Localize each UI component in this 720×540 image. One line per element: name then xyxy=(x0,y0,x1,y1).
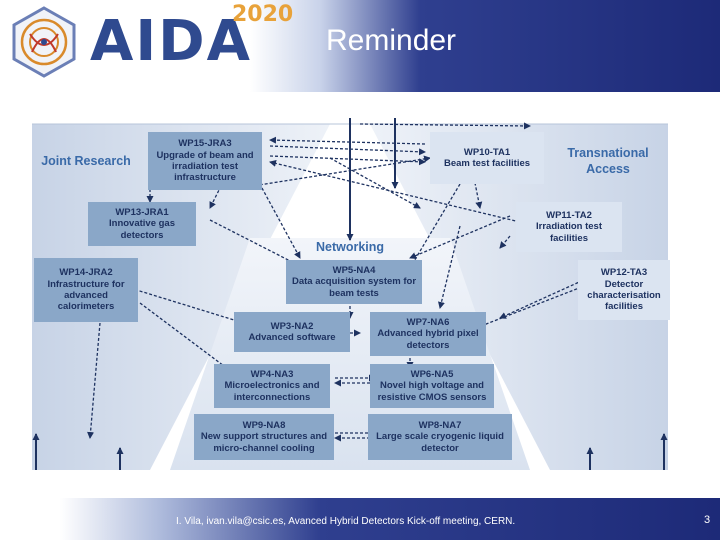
networking-label: Networking xyxy=(315,240,385,254)
wp15-code: WP15-JRA3 xyxy=(178,138,232,150)
wp11-code: WP11-TA2 xyxy=(546,209,592,221)
slide-header: AIDA 2020 Reminder xyxy=(0,0,720,92)
logo-year: 2020 xyxy=(232,2,294,27)
wp10-box: WP10-TA1 Beam test facilities xyxy=(430,132,544,184)
wp6-text: Novel high voltage and resistive CMOS se… xyxy=(377,380,487,403)
logo-word: AIDA xyxy=(90,9,252,74)
wp12-code: WP12-TA3 xyxy=(600,267,648,279)
wp15-text: Upgrade of beam and irradiation test inf… xyxy=(156,149,254,184)
wp9-box: WP9-NA8 New support structures and micro… xyxy=(194,414,334,460)
wp14-text: Infrastructure for advanced calorimeters xyxy=(47,278,125,313)
wp7-box: WP7-NA6 Advanced hybrid pixel detectors xyxy=(370,312,486,356)
wp13-box: WP13-JRA1 Innovative gas detectors xyxy=(88,202,196,246)
wp3-code: WP3-NA2 xyxy=(270,320,314,332)
transnational-access-label: Transnational Access xyxy=(567,146,649,176)
work-package-diagram: Joint Research Transnational Access Netw… xyxy=(30,118,670,470)
aida-emblem-icon xyxy=(12,6,76,78)
wp4-text: Microelectronics and interconnections xyxy=(224,380,320,403)
wp15-box: WP15-JRA3 Upgrade of beam and irradiatio… xyxy=(148,132,262,190)
wp12-text: Detector characterisation facilities xyxy=(587,278,661,313)
wp10-code: WP10-TA1 xyxy=(463,146,511,158)
wp8-box: WP8-NA7 Large scale cryogenic liquid det… xyxy=(368,414,512,460)
wp3-box: WP3-NA2 Advanced software xyxy=(234,312,350,352)
wp3-text: Advanced software xyxy=(248,332,336,343)
wp14-box: WP14-JRA2 Infrastructure for advanced ca… xyxy=(34,258,138,322)
wp8-text: Large scale cryogenic liquid detector xyxy=(376,431,504,454)
joint-research-label: Joint Research xyxy=(41,154,131,168)
wp8-code: WP8-NA7 xyxy=(418,419,462,431)
wp12-box: WP12-TA3 Detector characterisation facil… xyxy=(578,260,670,320)
footer-credit: I. Vila, ivan.vila@csic.es, Avanced Hybr… xyxy=(176,516,516,527)
wp5-box: WP5-NA4 Data acquisition system for beam… xyxy=(286,260,422,304)
page-number: 3 xyxy=(704,514,711,526)
wp6-code: WP6-NA5 xyxy=(410,368,454,380)
wp6-box: WP6-NA5 Novel high voltage and resistive… xyxy=(370,364,494,408)
wp4-code: WP4-NA3 xyxy=(250,368,294,380)
wp11-text: Irradiation test facilities xyxy=(536,221,602,244)
wp7-text: Advanced hybrid pixel detectors xyxy=(377,328,479,351)
wp5-text: Data acquisition system for beam tests xyxy=(291,276,417,299)
wp10-text: Beam test facilities xyxy=(443,158,531,169)
wp9-text: New support structures and micro-channel… xyxy=(200,431,328,454)
slide-footer xyxy=(0,498,720,540)
slide-title: Reminder xyxy=(326,24,457,57)
networking-panel xyxy=(170,238,530,470)
wp5-code: WP5-NA4 xyxy=(332,264,376,276)
wp4-box: WP4-NA3 Microelectronics and interconnec… xyxy=(214,364,330,408)
wp13-code: WP13-JRA1 xyxy=(115,206,169,218)
wp9-code: WP9-NA8 xyxy=(242,419,286,431)
wp7-code: WP7-NA6 xyxy=(406,316,450,328)
wp11-box: WP11-TA2 Irradiation test facilities xyxy=(516,202,622,252)
wp13-text: Innovative gas detectors xyxy=(109,218,175,241)
wp14-code: WP14-JRA2 xyxy=(59,267,113,279)
